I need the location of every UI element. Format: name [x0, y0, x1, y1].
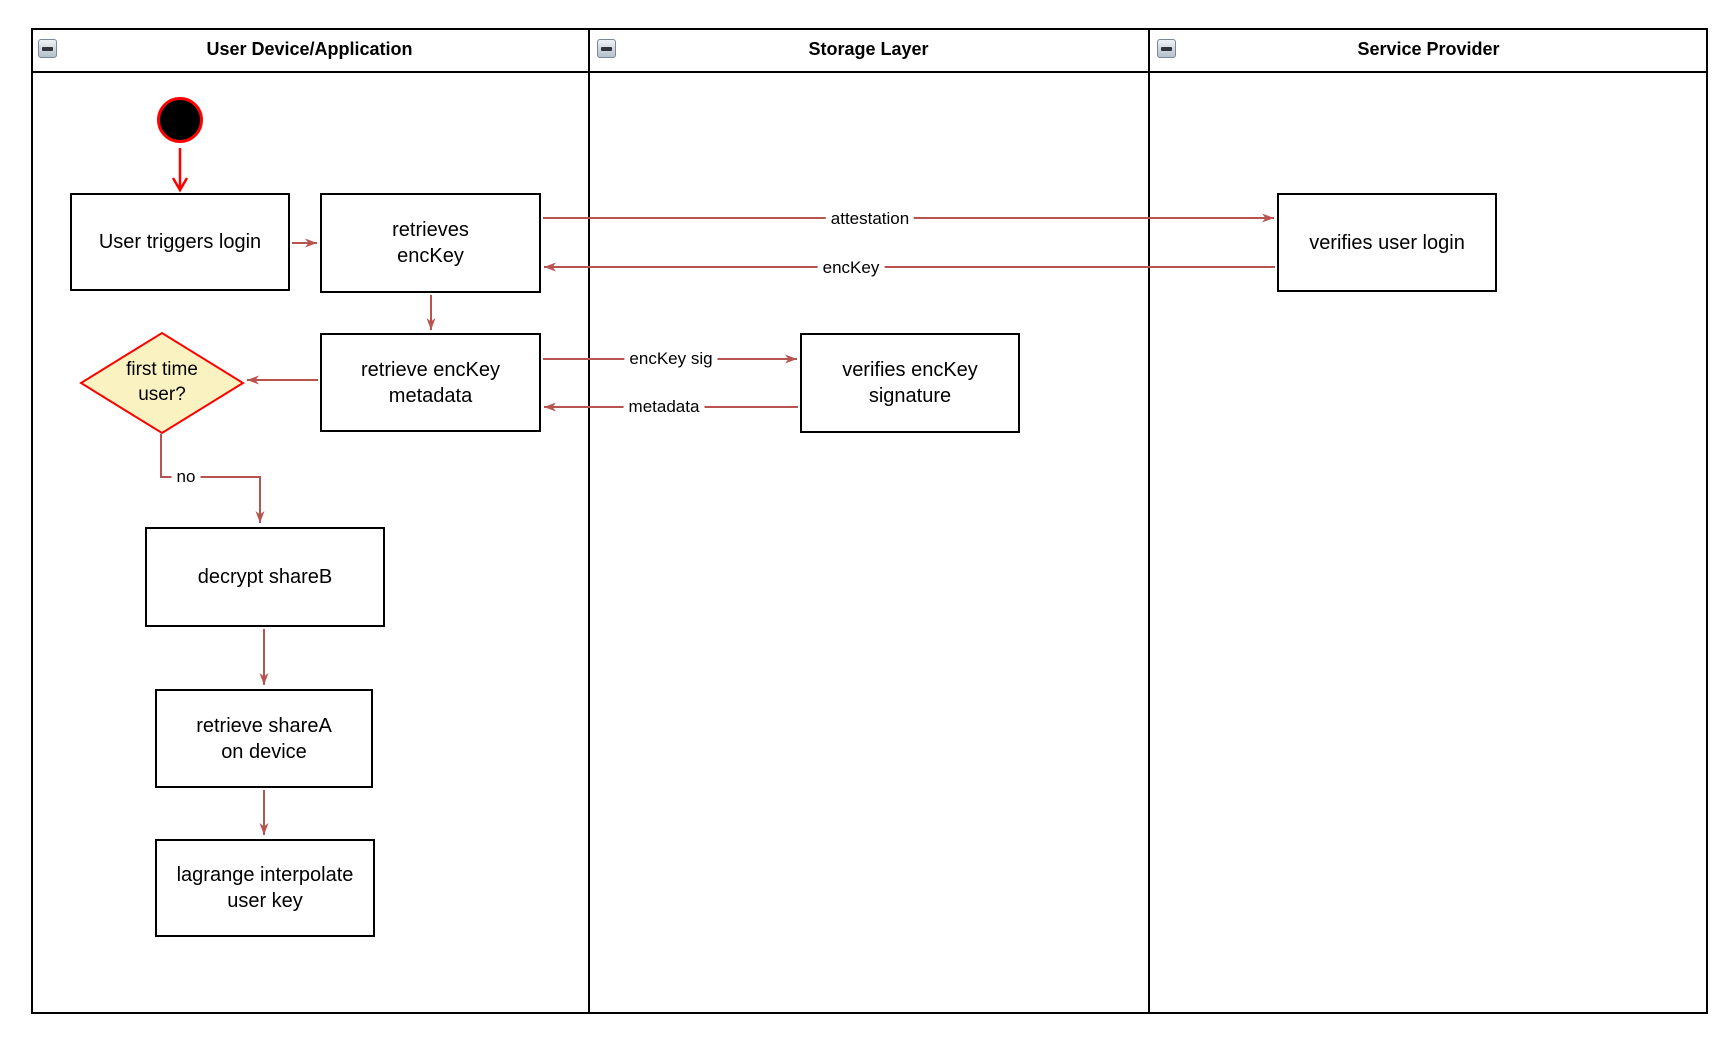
node-label: metadata	[388, 384, 473, 407]
node-verifies-user-login[interactable]: verifies user login	[1277, 193, 1497, 292]
edge-label-no: no	[171, 467, 201, 487]
start-node[interactable]	[157, 97, 203, 143]
edge-label-metadata: metadata	[623, 397, 705, 417]
edge-label-attestation: attestation	[825, 209, 915, 229]
node-label: on device	[221, 740, 307, 763]
decision-first-time-user[interactable]: first time user?	[79, 331, 245, 435]
node-retrieves-enckey[interactable]: retrieves encKey	[320, 193, 541, 293]
decision-label: first time user?	[126, 359, 198, 405]
node-retrieve-enckey-metadata[interactable]: retrieve encKey metadata	[320, 333, 541, 432]
lane-header-separator	[31, 71, 1708, 73]
lane-divider-1	[588, 28, 590, 1014]
node-label: lagrange interpolate	[176, 864, 354, 886]
node-label: retrieve shareA	[196, 714, 332, 737]
minus-icon	[601, 46, 612, 51]
node-user-triggers-login[interactable]: User triggers login	[70, 193, 290, 291]
minus-collapse-icon[interactable]	[38, 39, 57, 58]
node-label: user key	[227, 890, 303, 912]
swimlane-frame	[31, 28, 1708, 1014]
edge-no-branch[interactable]	[160, 434, 265, 523]
node-label: retrieves	[392, 219, 469, 241]
decision-diamond-shape	[79, 331, 245, 435]
lane-title-storage-layer: Storage Layer	[808, 39, 929, 59]
lane-title-service-provider: Service Provider	[1357, 39, 1500, 59]
edge-label-enckey: encKey	[817, 258, 885, 278]
node-label: retrieve encKey	[361, 358, 500, 381]
node-verifies-enckey-signature[interactable]: verifies encKey signature	[800, 333, 1020, 433]
minus-collapse-icon[interactable]	[1157, 39, 1176, 58]
node-label: signature	[868, 385, 952, 407]
lane-header-service-provider: Service Provider	[1149, 28, 1708, 71]
node-label: verifies encKey	[842, 359, 978, 381]
node-decrypt-shareb[interactable]: decrypt shareB	[145, 527, 385, 627]
node-label: decrypt shareB	[197, 566, 333, 588]
lane-header-user-device: User Device/Application	[31, 28, 588, 71]
node-label: verifies user login	[1309, 231, 1465, 254]
lane-title-user-device: User Device/Application	[206, 39, 413, 59]
lane-divider-2	[1148, 28, 1150, 1014]
minus-icon	[1161, 46, 1172, 51]
node-label: User triggers login	[98, 231, 262, 253]
minus-icon	[42, 46, 53, 51]
edge-label-enckey-sig: encKey sig	[624, 349, 718, 369]
node-lagrange-interpolate[interactable]: lagrange interpolate user key	[155, 839, 375, 937]
lane-header-storage-layer: Storage Layer	[589, 28, 1148, 71]
node-label: encKey	[397, 245, 464, 267]
minus-collapse-icon[interactable]	[597, 39, 616, 58]
node-retrieve-sharea[interactable]: retrieve shareA on device	[155, 689, 373, 788]
